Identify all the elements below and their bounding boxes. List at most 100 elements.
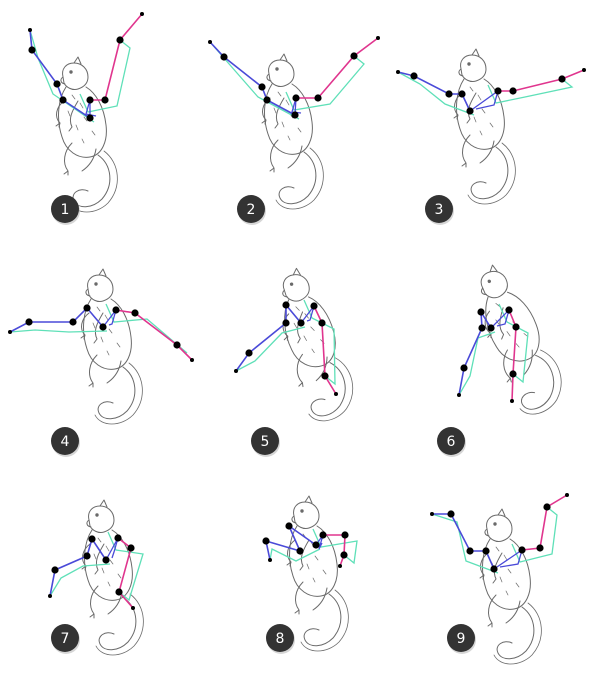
badge-circle: [447, 624, 475, 652]
joint: [310, 302, 318, 310]
sketch-hind-leg: [487, 594, 497, 628]
joint: [509, 370, 517, 378]
wing-outline-left: [431, 513, 499, 574]
sketch-eye: [493, 522, 497, 526]
frame-1: 1: [28, 12, 144, 225]
wing-outline-left: [269, 548, 321, 562]
joint: [312, 541, 320, 549]
right-wing-bones: [296, 37, 379, 99]
sketch-eye: [467, 62, 471, 66]
sketch-fur: [273, 91, 302, 141]
sketch-snout: [85, 288, 91, 297]
joint: [340, 551, 348, 559]
right-wing-bones: [508, 309, 517, 402]
joint: [518, 546, 526, 554]
sketch-body: [81, 499, 144, 656]
frame-number-badge: 1: [51, 195, 80, 225]
joint: [292, 94, 300, 102]
sketch-tail: [310, 362, 346, 417]
joint: [512, 323, 520, 331]
joint: [487, 324, 495, 332]
frame-7: 7: [48, 499, 144, 656]
sketch-head: [268, 59, 295, 87]
joint: [410, 72, 418, 80]
shoulder-link: [102, 309, 117, 328]
sketch-tail: [278, 151, 317, 205]
frame-number-label: 7: [61, 631, 70, 647]
sketch-front-leg: [81, 543, 91, 571]
joint: [285, 522, 293, 530]
joint: [509, 87, 517, 95]
joint: [536, 544, 544, 552]
joint: [334, 392, 338, 396]
sketch-head: [293, 501, 320, 529]
joint: [477, 308, 485, 316]
sketch-head: [460, 54, 487, 82]
sketch-ear: [99, 499, 108, 508]
sketch-ear: [292, 267, 301, 276]
sketch-head: [87, 274, 114, 302]
joint: [543, 503, 551, 511]
joint: [8, 330, 12, 334]
joint: [505, 306, 513, 314]
frame-2: 2: [208, 36, 380, 225]
sketch-snout: [291, 515, 297, 524]
joint: [25, 318, 33, 326]
sketch-ear: [279, 53, 288, 62]
joint: [53, 80, 61, 88]
sketch-body: [480, 264, 562, 415]
sketch-hind-leg: [523, 349, 533, 376]
joint: [318, 319, 326, 327]
shoulder-link: [105, 537, 119, 561]
badge-circle: [266, 624, 294, 652]
frame-number-badge: 5: [251, 427, 280, 457]
shoulder-link: [315, 534, 324, 550]
frame-number-label: 2: [247, 202, 256, 218]
joint: [510, 399, 514, 403]
joint: [445, 90, 453, 98]
sketch-front-leg: [479, 552, 489, 580]
joint: [99, 323, 107, 331]
sketch-body: [479, 508, 542, 665]
joint: [490, 565, 498, 573]
sketch-tail: [95, 593, 144, 656]
wing-outline-left: [9, 329, 108, 333]
frame-number-label: 1: [61, 202, 70, 218]
frame-number-label: 8: [276, 631, 285, 647]
right-wing-bones: [521, 494, 568, 551]
sketch-tail: [519, 349, 562, 415]
joint: [140, 12, 144, 16]
sketch-hind-leg: [315, 356, 328, 382]
sketch-tail: [520, 354, 555, 410]
sketch-fur: [93, 537, 122, 587]
sketch-ear: [304, 495, 313, 504]
joint: [282, 301, 290, 309]
joint: [59, 96, 67, 104]
sketch-hind-leg: [287, 145, 303, 169]
frame-9: 9: [430, 493, 569, 665]
badge-circle: [51, 195, 79, 223]
badge-circle: [437, 427, 465, 455]
joint: [48, 594, 52, 598]
sketch-snout: [282, 289, 288, 298]
sketch-snout: [480, 287, 487, 295]
joint: [457, 393, 461, 397]
sketch-snout: [484, 528, 490, 537]
sketch-front-leg: [274, 97, 285, 129]
frame-6: 6: [437, 264, 562, 457]
joint: [245, 349, 253, 357]
sketch-front-leg: [94, 543, 105, 575]
joint: [112, 306, 120, 314]
sketch-hind-leg: [269, 139, 279, 173]
sketch-body: [282, 267, 354, 422]
frame-number-label: 3: [435, 202, 444, 218]
badge-circle: [51, 427, 79, 455]
frame-number-label: 5: [261, 434, 270, 450]
joint: [319, 531, 327, 539]
wing-outline-right: [511, 506, 558, 563]
shoulder-link: [490, 307, 511, 329]
joint: [478, 324, 486, 332]
sketch-head: [480, 270, 508, 299]
sketch-tail: [467, 142, 516, 205]
